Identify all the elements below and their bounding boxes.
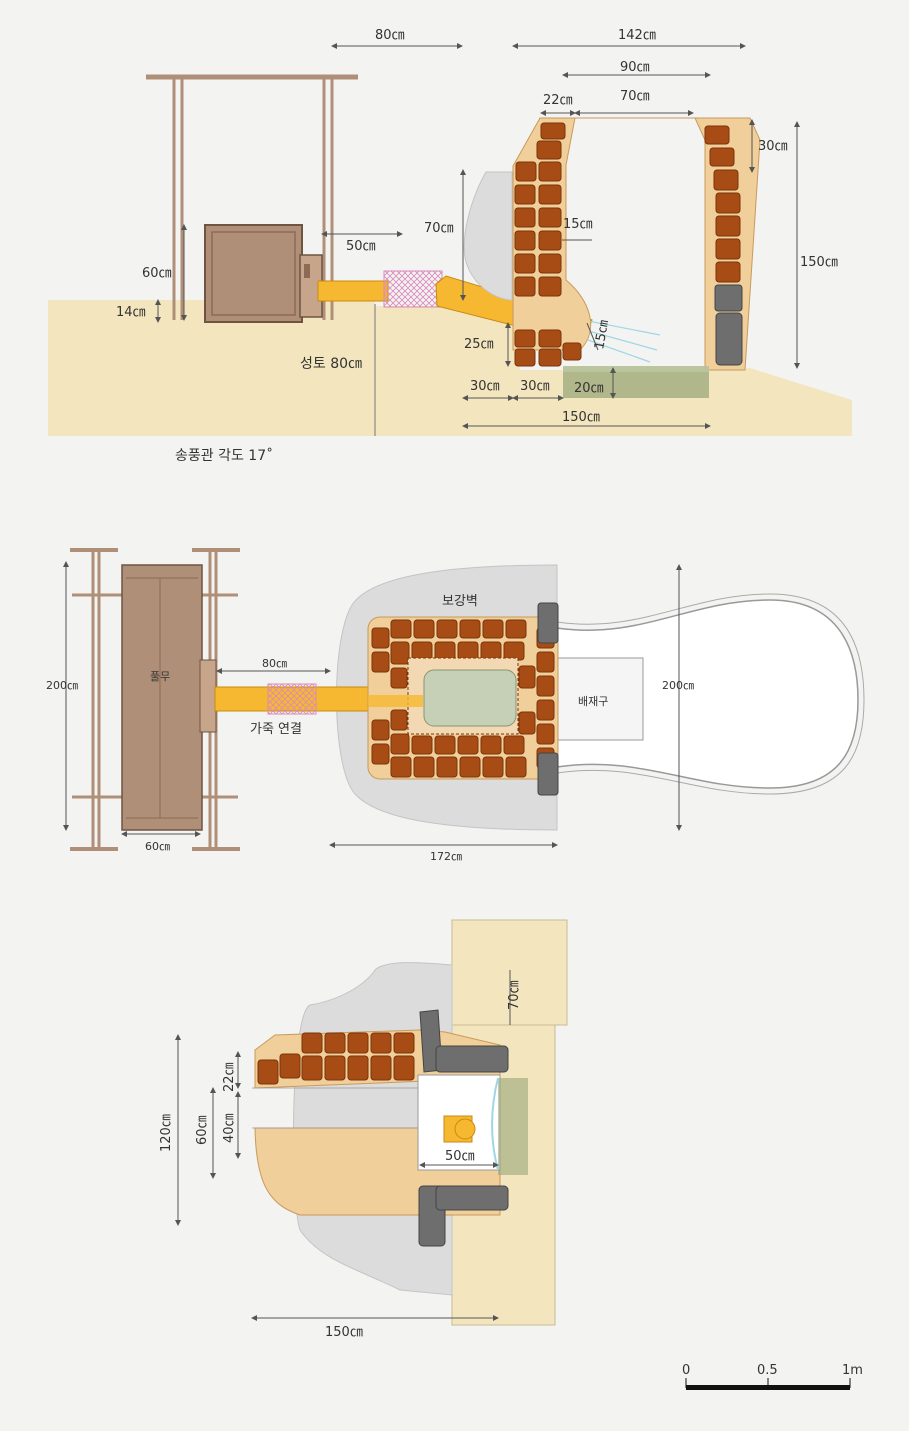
scale-bar: 0 0.5 1m	[682, 1363, 863, 1390]
plan-hearth	[423, 669, 517, 727]
dim-50-front: 50㎝	[445, 1149, 475, 1164]
ground-left	[48, 300, 375, 436]
dim-15-pipe: 15㎝	[592, 319, 612, 351]
plan-leather-joint	[267, 683, 317, 715]
soil-label: 성토 80㎝	[300, 356, 362, 372]
plan-bellows-box	[121, 564, 203, 831]
leather-joint	[383, 270, 443, 308]
dim-60: 60㎝	[142, 266, 172, 281]
bellows-frame	[146, 74, 358, 320]
dim-30-right: 30㎝	[758, 139, 788, 154]
reinforcing-wall-label: 보강벽	[442, 594, 478, 609]
plan-dimensions	[63, 561, 682, 848]
leather-joint-label: 가죽 연결	[250, 722, 302, 737]
right-wall-stones	[714, 284, 743, 366]
dim-90: 90㎝	[620, 60, 650, 75]
plan-labels: 200㎝ 80㎝ 60㎝ 172㎝ 200㎝ 풀무 보강벽 가죽 연결 배재구	[46, 594, 694, 863]
plan-stones	[537, 602, 559, 796]
dim-50: 50㎝	[346, 239, 376, 254]
dim-15-wall: 15㎝	[563, 217, 593, 232]
dim-80-plan: 80㎝	[262, 657, 287, 670]
dim-150-right: 150㎝	[800, 255, 838, 270]
dim-200-left: 200㎝	[46, 679, 78, 692]
dim-70-left: 70㎝	[424, 221, 454, 236]
outlet-box	[556, 657, 644, 741]
furnace-shell	[512, 117, 761, 371]
front-hearth	[498, 1078, 528, 1175]
scale-0: 0	[682, 1363, 690, 1378]
right-wall-bricks	[704, 125, 741, 283]
plan-view: 200㎝ 80㎝ 60㎝ 172㎝ 200㎝ 풀무 보강벽 가죽 연결 배재구	[46, 548, 865, 863]
dim-150-bottom: 150㎝	[562, 410, 600, 425]
dim-22: 22㎝	[543, 93, 573, 108]
dim-172: 172㎝	[430, 850, 462, 863]
dim-120-front: 120㎝	[159, 1114, 174, 1152]
outlet-channel	[556, 599, 859, 789]
side-view: 80㎝ 142㎝ 90㎝ 22㎝ 70㎝ 30㎝ 150㎝ 70㎝ 50㎝ 15…	[48, 28, 852, 464]
blast-pipe-straight	[317, 280, 389, 302]
angle-label: 송풍관 각도 17˚	[175, 447, 273, 464]
dim-60-front: 60㎝	[195, 1115, 210, 1145]
outlet-label: 배재구	[578, 695, 608, 708]
dim-60-plan: 60㎝	[145, 840, 170, 853]
dim-20: 20㎝	[574, 381, 604, 396]
dim-80-top: 80㎝	[375, 28, 405, 43]
dim-30-a: 30㎝	[470, 379, 500, 394]
dim-150-front: 150㎝	[325, 1325, 363, 1340]
side-dimensions	[155, 43, 800, 429]
dim-70-top: 70㎝	[620, 89, 650, 104]
scale-05: 0.5	[757, 1363, 778, 1378]
plan-bricks	[371, 619, 555, 778]
bellows-box	[204, 224, 303, 323]
reinforcing-wall	[463, 171, 513, 301]
dim-142: 142㎝	[618, 28, 656, 43]
dim-14: 14㎝	[116, 305, 146, 320]
front-view: 70㎝ 120㎝ 60㎝ 22㎝ 40㎝ 50㎝ 150㎝	[159, 919, 568, 1340]
scale-1m: 1m	[842, 1363, 863, 1378]
side-dimension-labels: 80㎝ 142㎝ 90㎝ 22㎝ 70㎝ 30㎝ 150㎝ 70㎝ 50㎝ 15…	[116, 28, 838, 464]
left-wall-bricks	[514, 122, 582, 367]
dim-22-front: 22㎝	[222, 1062, 237, 1092]
dim-40-front: 40㎝	[222, 1113, 237, 1143]
bellows-label: 풀무	[150, 670, 170, 683]
dim-25: 25㎝	[464, 337, 494, 352]
dim-30-b: 30㎝	[520, 379, 550, 394]
front-stones	[418, 1009, 509, 1247]
dim-200-right: 200㎝	[662, 679, 694, 692]
front-labels: 70㎝ 120㎝ 60㎝ 22㎝ 40㎝ 50㎝ 150㎝	[159, 980, 522, 1340]
front-dimensions	[175, 970, 511, 1321]
dim-70-front: 70㎝	[507, 980, 522, 1010]
front-bricks	[257, 1032, 415, 1085]
